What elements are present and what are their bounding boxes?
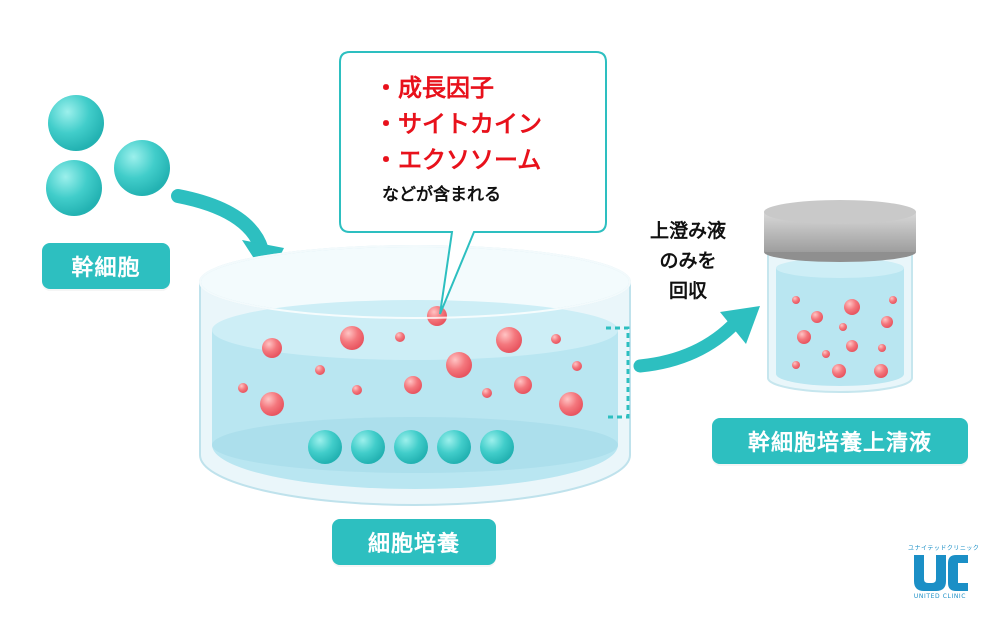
- stem-cell: [114, 140, 170, 196]
- stem-cell: [480, 430, 514, 464]
- callout-item-exosome: ・エクソソーム: [374, 142, 604, 178]
- secreted-particle: [889, 296, 897, 304]
- secreted-particle: [404, 376, 422, 394]
- stem-cell: [48, 95, 104, 151]
- secreted-particle: [551, 334, 561, 344]
- secreted-particle: [839, 323, 847, 331]
- logo-bottom-text: UNITED CLINIC: [913, 593, 967, 600]
- collect-label-line: 回収: [668, 280, 707, 302]
- callout-text: ・成長因子 ・サイトカイン ・エクソソーム などが含まれる: [374, 70, 604, 205]
- callout-item-growth-factor: ・成長因子: [374, 70, 604, 106]
- collect-label-line: 上澄み液: [649, 220, 726, 242]
- secreted-particle: [446, 352, 472, 378]
- logo-mark-icon: [910, 553, 970, 593]
- collect-label: 上澄み液 のみを 回収: [636, 216, 740, 306]
- secreted-particle: [352, 385, 362, 395]
- secreted-particle: [846, 340, 858, 352]
- secreted-particle: [844, 299, 860, 315]
- secreted-particle: [238, 383, 248, 393]
- secreted-particle: [315, 365, 325, 375]
- secreted-particle: [881, 316, 893, 328]
- stem-cells-label: 幹細胞: [42, 243, 170, 289]
- secreted-particle: [878, 344, 886, 352]
- bullet: ・: [374, 74, 398, 102]
- stem-cell: [394, 430, 428, 464]
- supernatant-bracket: [606, 326, 630, 419]
- secreted-particle: [340, 326, 364, 350]
- secreted-particle: [822, 350, 830, 358]
- secreted-particle: [792, 361, 800, 369]
- logo-top-text: ユナイテッドクリニック: [908, 545, 980, 552]
- secreted-particle: [792, 296, 800, 304]
- secreted-particle: [874, 364, 888, 378]
- collect-label-line: のみを: [659, 250, 717, 272]
- supernatant-label: 幹細胞培養上清液: [712, 418, 968, 464]
- stem-cell: [308, 430, 342, 464]
- arrow-to-jar-icon: [633, 306, 760, 373]
- culture-dish: [199, 245, 631, 506]
- jar-particles: [792, 296, 897, 378]
- secreted-particle: [496, 327, 522, 353]
- dish-particles: [238, 306, 583, 416]
- secreted-particle: [572, 361, 582, 371]
- cell-culture-label: 細胞培養: [332, 519, 496, 565]
- stem-cells-cluster: [46, 95, 170, 216]
- stem-cell: [351, 430, 385, 464]
- callout-note: などが含まれる: [382, 185, 501, 205]
- secreted-particle: [797, 330, 811, 344]
- stem-cell: [437, 430, 471, 464]
- secreted-particle: [262, 338, 282, 358]
- secreted-particle: [395, 332, 405, 342]
- secreted-particle: [811, 311, 823, 323]
- secreted-particle: [514, 376, 532, 394]
- bullet: ・: [374, 146, 398, 174]
- secreted-particle: [482, 388, 492, 398]
- secreted-particle: [260, 392, 284, 416]
- secreted-particle: [559, 392, 583, 416]
- callout-bubble: [339, 51, 607, 315]
- callout-item-cytokine: ・サイトカイン: [374, 106, 604, 142]
- secreted-particle: [832, 364, 846, 378]
- secreted-particle: [427, 306, 447, 326]
- united-clinic-logo: ユナイテッドクリニック UNITED CLINIC: [908, 543, 980, 605]
- bullet: ・: [374, 110, 398, 138]
- stem-cell: [46, 160, 102, 216]
- supernatant-jar: [764, 200, 916, 393]
- dish-stem-cells: [308, 430, 514, 464]
